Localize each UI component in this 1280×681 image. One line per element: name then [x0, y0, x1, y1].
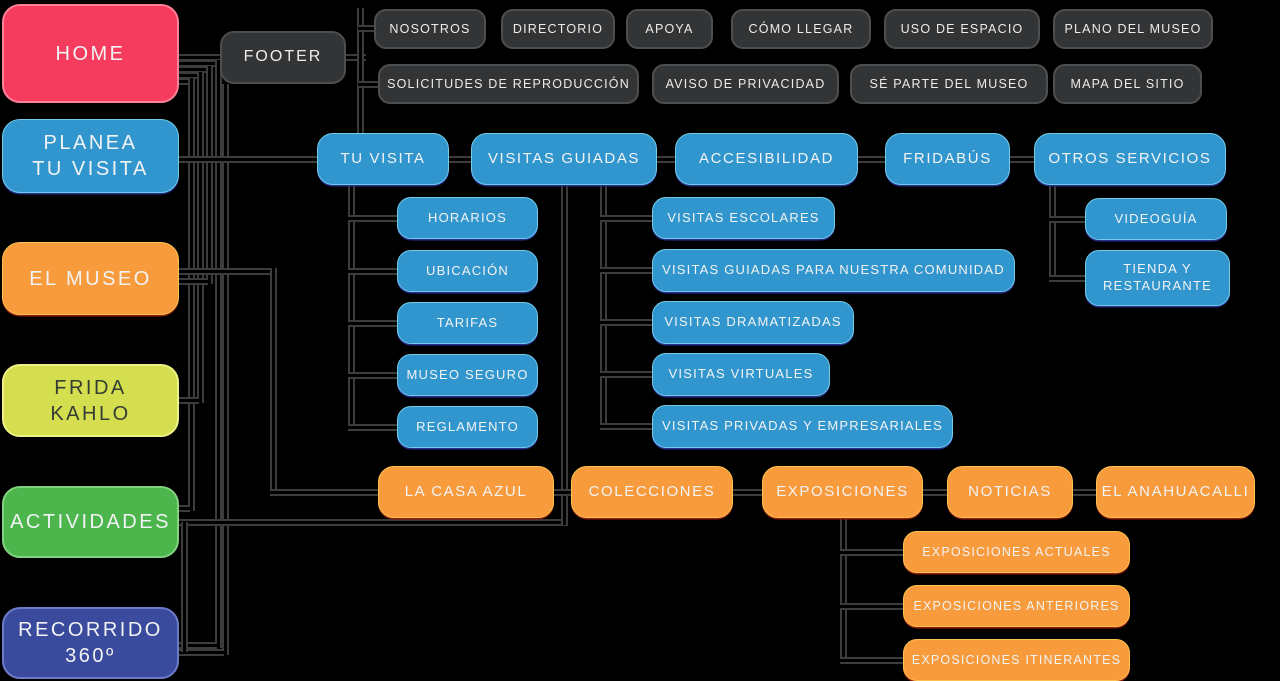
node-la-casa-azul[interactable]: LA CASA AZUL [378, 466, 554, 518]
connector-line [215, 60, 222, 648]
connector-line [657, 156, 675, 163]
connector-line [348, 424, 397, 431]
connector-line [1010, 156, 1034, 163]
footer-link-plano-del-museo[interactable]: PLANO DEL MUSEO [1053, 9, 1213, 49]
node-noticias[interactable]: NOTICIAS [947, 466, 1073, 518]
footer-link-mapa-del-sitio[interactable]: MAPA DEL SITIO [1053, 64, 1202, 104]
connector-line [348, 268, 397, 275]
node-visitas-escolares[interactable]: VISITAS ESCOLARES [652, 197, 835, 239]
node-exposiciones-itinerantes[interactable]: EXPOSICIONES ITINERANTES [903, 639, 1130, 681]
footer-link-aviso-de-privacidad[interactable]: AVISO DE PRIVACIDAD [652, 64, 839, 104]
connector-line [179, 397, 199, 404]
connector-line [358, 81, 378, 88]
connector-line [1049, 216, 1085, 223]
node-exposiciones[interactable]: EXPOSICIONES [762, 466, 923, 518]
node-accesibilidad[interactable]: ACCESIBILIDAD [675, 133, 858, 185]
node-frida-kahlo[interactable]: FRIDA KAHLO [2, 364, 179, 437]
node-exposiciones-anteriores[interactable]: EXPOSICIONES ANTERIORES [903, 585, 1130, 627]
node-el-museo[interactable]: EL MUSEO [2, 242, 179, 315]
connector-line [348, 182, 355, 430]
connector-line [179, 505, 190, 512]
connector-line [840, 657, 903, 664]
node-otros-servicios[interactable]: OTROS SERVICIOS [1034, 133, 1226, 185]
connector-line [840, 603, 903, 610]
connector-line [179, 268, 277, 275]
footer-link-apoya[interactable]: APOYA [626, 9, 713, 49]
node-visitas-dramatizadas[interactable]: VISITAS DRAMATIZADAS [652, 301, 854, 344]
connector-line [733, 489, 762, 496]
node-visitas-privadas[interactable]: VISITAS PRIVADAS Y EMPRESARIALES [652, 405, 953, 448]
connector-line [346, 54, 366, 61]
connector-line [1049, 182, 1056, 281]
node-visitas-guiadas-comunidad[interactable]: VISITAS GUIADAS PARA NUESTRA COMUNIDAD [652, 249, 1015, 292]
connector-line [179, 649, 224, 656]
node-visitas-guiadas[interactable]: VISITAS GUIADAS [471, 133, 657, 185]
node-home[interactable]: HOME [2, 4, 179, 103]
node-recorrido-360[interactable]: RECORRIDO 360º [2, 607, 179, 679]
node-visitas-virtuales[interactable]: VISITAS VIRTUALES [652, 353, 830, 396]
node-ubicacion[interactable]: UBICACIÓN [397, 250, 538, 292]
connector-line [561, 160, 568, 525]
footer-link-como-llegar[interactable]: CÓMO LLEGAR [731, 9, 871, 49]
connector-line [179, 642, 217, 649]
connector-line [1049, 275, 1085, 282]
node-fridabus[interactable]: FRIDABÚS [885, 133, 1010, 185]
connector-line [600, 267, 652, 274]
node-footer[interactable]: FOOTER [220, 31, 346, 84]
connector-line [600, 215, 652, 222]
connector-line [358, 25, 374, 32]
node-horarios[interactable]: HORARIOS [397, 197, 538, 239]
connector-line [840, 515, 847, 663]
connector-line [600, 319, 652, 326]
connector-line [840, 549, 903, 556]
connector-line [600, 182, 607, 429]
connector-line [206, 66, 213, 284]
connector-line [554, 489, 571, 496]
connector-line [270, 489, 378, 496]
connector-line [923, 489, 947, 496]
connector-line [188, 78, 195, 511]
footer-link-uso-de-espacio[interactable]: USO DE ESPACIO [884, 9, 1040, 49]
node-exposiciones-actuales[interactable]: EXPOSICIONES ACTUALES [903, 531, 1130, 573]
footer-link-nosotros[interactable]: NOSOTROS [374, 9, 486, 49]
connector-line [179, 519, 568, 526]
connector-line [222, 84, 229, 655]
footer-link-solicitudes-de-reproduccion[interactable]: SOLICITUDES DE REPRODUCCIÓN [378, 64, 639, 104]
connector-line [270, 268, 277, 495]
node-tarifas[interactable]: TARIFAS [397, 302, 538, 344]
connector-line [600, 423, 652, 430]
connector-line [1073, 489, 1096, 496]
node-actividades[interactable]: ACTIVIDADES [2, 486, 179, 558]
node-tienda-restaurante[interactable]: TIENDA Y RESTAURANTE [1085, 250, 1230, 306]
node-videoguia[interactable]: VIDEOGUÍA [1085, 198, 1227, 240]
connector-line [449, 156, 471, 163]
connector-line [348, 320, 397, 327]
footer-link-se-parte-del-museo[interactable]: SÉ PARTE DEL MUSEO [850, 64, 1048, 104]
connector-line [600, 371, 652, 378]
connector-line [181, 522, 188, 652]
connector-line [179, 78, 192, 85]
node-reglamento[interactable]: REGLAMENTO [397, 406, 538, 448]
connector-line [348, 215, 397, 222]
node-planea-tu-visita[interactable]: PLANEA TU VISITA [2, 119, 179, 193]
connector-line [179, 156, 317, 163]
connector-line [357, 8, 364, 140]
connector-line [348, 372, 397, 379]
node-tu-visita[interactable]: TU VISITA [317, 133, 449, 185]
footer-link-directorio[interactable]: DIRECTORIO [501, 9, 615, 49]
node-el-anahuacalli[interactable]: EL ANAHUACALLI [1096, 466, 1255, 518]
connector-line [197, 72, 204, 403]
node-colecciones[interactable]: COLECCIONES [571, 466, 733, 518]
connector-line [858, 156, 885, 163]
node-museo-seguro[interactable]: MUSEO SEGURO [397, 354, 538, 396]
connector-line [179, 278, 208, 285]
